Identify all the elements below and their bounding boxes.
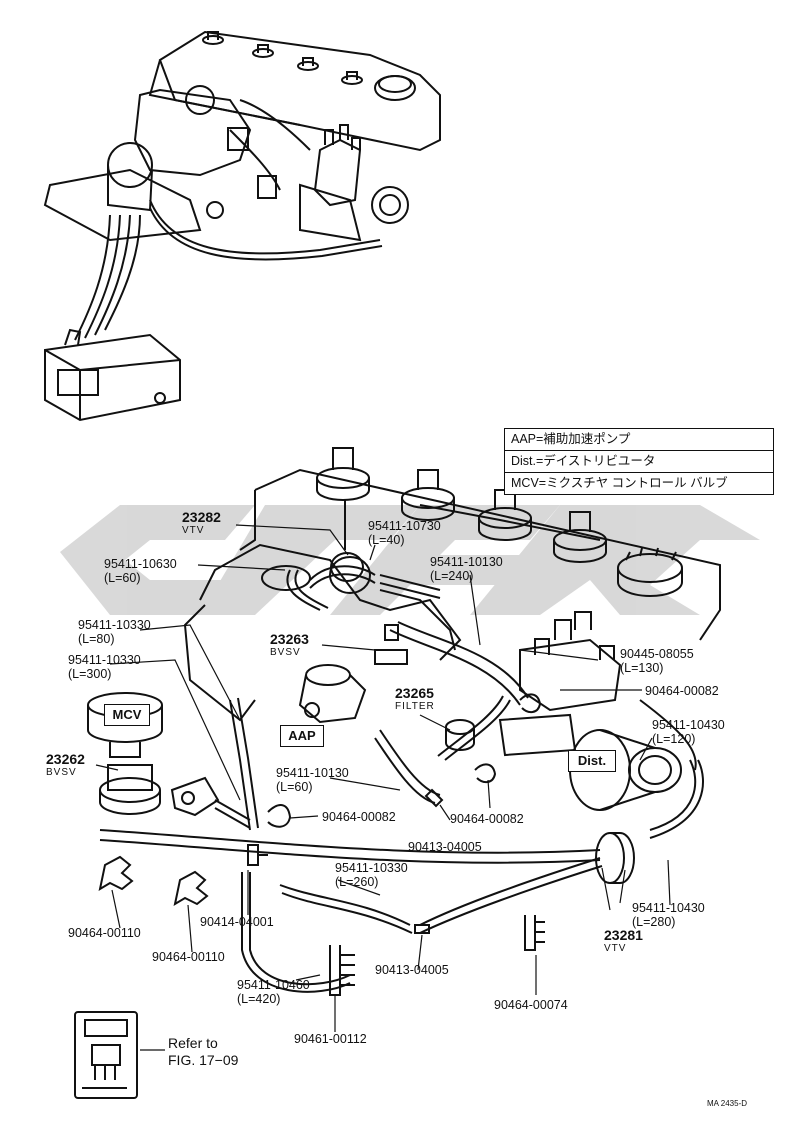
clip-90464-00110-b [173, 870, 209, 907]
part-95411-10730: 95411-10730(L=40) [368, 519, 441, 547]
clip-90464-00074 [524, 915, 545, 951]
refer-to-figure-note: Refer to FIG. 17−09 [168, 1035, 238, 1069]
abbreviation-legend: AAP=補助加速ポンプ Dist.=デイストリビユータ MCV=ミクスチヤ コン… [504, 428, 774, 495]
part-90445-08055: 90445-08055(L=130) [620, 647, 694, 675]
reference-figure-icon [74, 1011, 138, 1099]
legend-row-mcv: MCV=ミクスチヤ コントロール バルブ [511, 476, 728, 490]
figure-code: MA 2435-D [707, 1099, 748, 1108]
clip-90464-00082-b [474, 763, 497, 784]
part-90464-00110-b: 90464-00110 [152, 950, 225, 964]
part-90464-00082-c: 90464-00082 [450, 812, 524, 826]
engine-overview-illustration [43, 30, 441, 422]
part-95411-10330-c: 95411-10330(L=260) [335, 861, 408, 889]
clip-90464-00110-a [98, 855, 134, 892]
legend-row-aap: AAP=補助加速ポンプ [505, 429, 773, 451]
mcv-box-label: MCV [104, 704, 150, 726]
bvsv-23263 [374, 624, 408, 665]
part-90464-00082-b: 90464-00082 [322, 810, 396, 824]
plug-cap-4 [553, 511, 607, 563]
refer-line-2: FIG. 17−09 [168, 1052, 239, 1068]
vtv-23281 [595, 832, 635, 884]
tee-90413-04005-a [424, 788, 444, 808]
part-90464-00082-a: 90464-00082 [645, 684, 719, 698]
part-90414-04001: 90414-04001 [200, 915, 274, 929]
part-95411-10330-a: 95411-10330(L=80) [78, 618, 151, 646]
part-90461-00112: 90461-00112 [294, 1032, 367, 1046]
dist-box-label: Dist. [568, 750, 616, 772]
bvsv-23262 [170, 776, 220, 817]
tee-90414-04001 [247, 844, 268, 866]
tee-90413-04005-b [414, 924, 430, 934]
part-90464-00074: 90464-00074 [494, 998, 568, 1012]
refer-line-1: Refer to [168, 1035, 218, 1051]
part-95411-10130-a: 95411-10130(L=240) [430, 555, 503, 583]
part-90464-00110-a: 90464-00110 [68, 926, 141, 940]
legend-row-dist: Dist.=デイストリビユータ [505, 451, 773, 473]
clip-90464-00082-c [519, 693, 542, 714]
aap-pump [298, 664, 367, 724]
part-90413-04005-a: 90413-04005 [408, 840, 482, 854]
clip-90464-00082 [267, 804, 292, 828]
part-95411-10130-b: 95411-10130(L=60) [276, 766, 349, 794]
aap-box-label: AAP [280, 725, 324, 747]
part-90413-04005-b: 90413-04005 [375, 963, 449, 977]
part-95411-10330-b: 95411-10330(L=300) [68, 653, 141, 681]
part-95411-10430-a: 95411-10430(L=120) [652, 718, 725, 746]
mcv-valve [87, 692, 163, 815]
plug-cap-1 [316, 447, 370, 501]
oil-filler-cap [617, 547, 683, 597]
plug-cap-2 [401, 469, 455, 521]
clip-90461-00112 [329, 945, 355, 996]
part-95411-10430-b: 95411-10430(L=280) [632, 901, 705, 929]
part-95411-10630: 95411-10630(L=60) [104, 557, 177, 585]
leader-lines [95, 524, 671, 1051]
part-95411-10460: 95411-10460(L=420) [237, 978, 310, 1006]
